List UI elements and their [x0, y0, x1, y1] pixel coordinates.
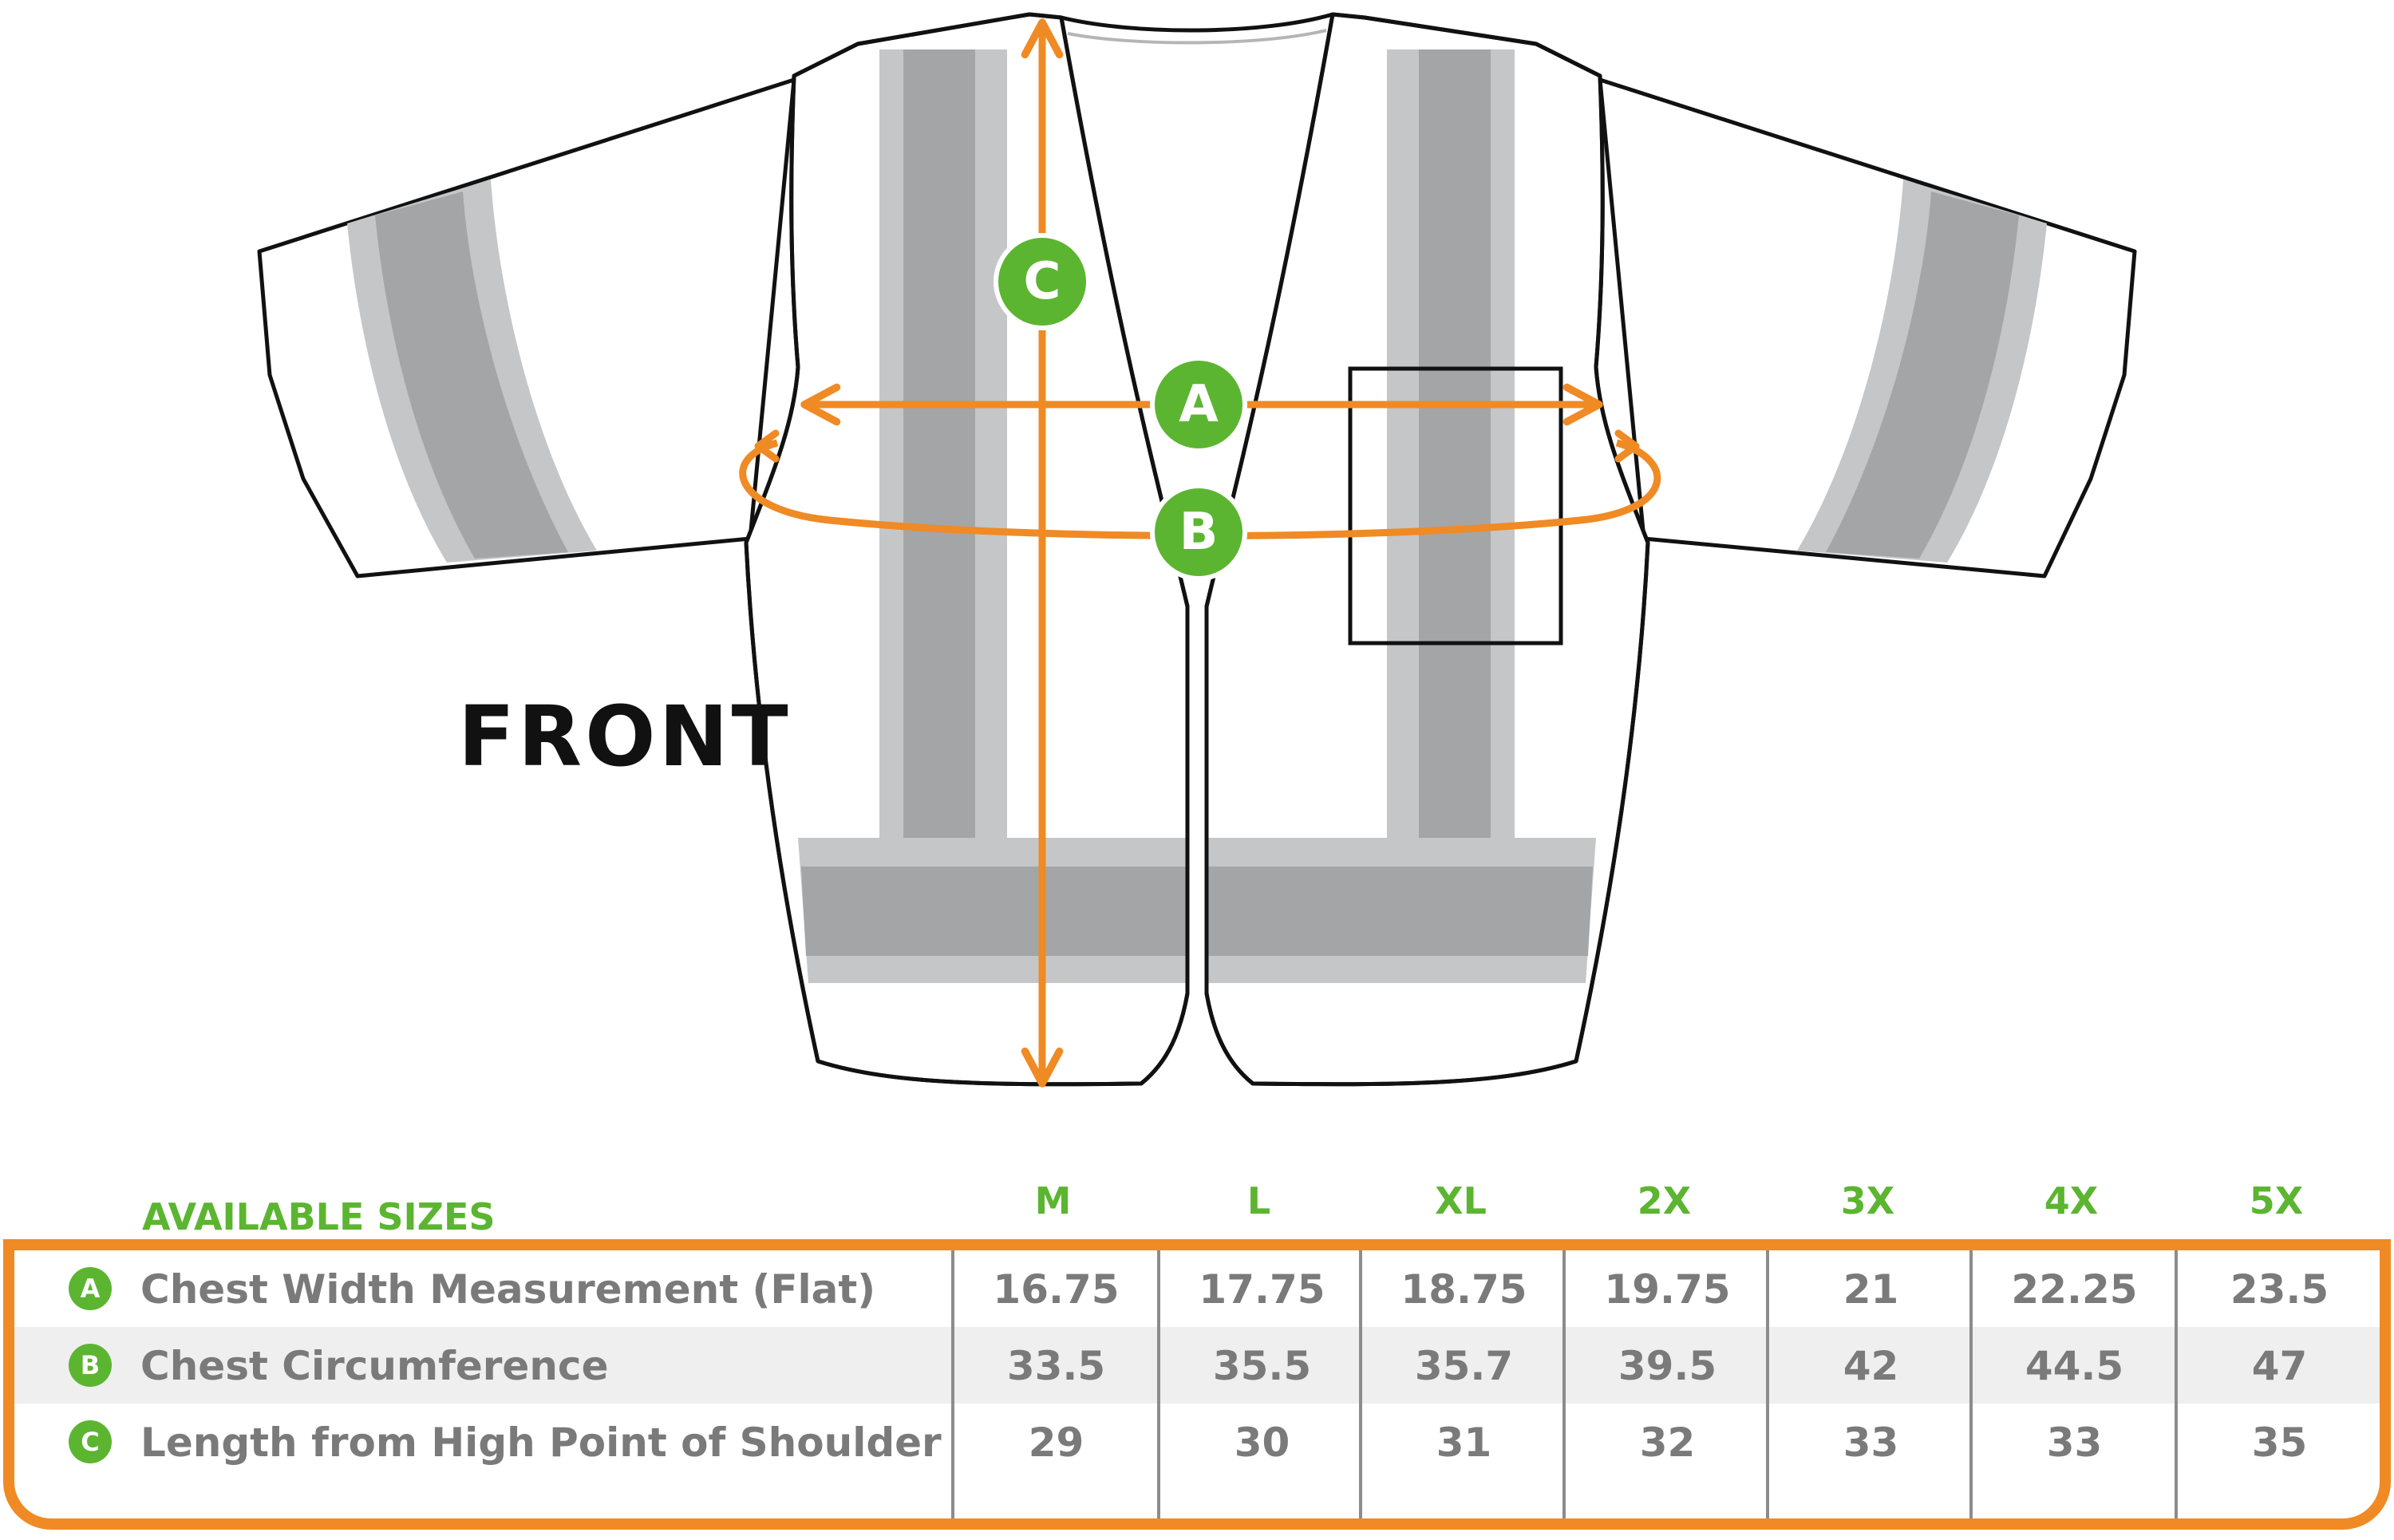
table-cell: 33 — [2046, 1420, 2103, 1466]
chest-pocket — [1348, 366, 1563, 646]
table-cell: 30 — [1234, 1420, 1290, 1466]
row-label-chest-width: Chest Width Measurement (Flat) — [140, 1266, 876, 1313]
table-cell: 22.25 — [2011, 1266, 2138, 1313]
left-sleeve — [257, 77, 796, 578]
row-badge-a: A — [69, 1267, 112, 1310]
table-cell: 17.75 — [1199, 1266, 1325, 1313]
size-header-5x: 5X — [2249, 1179, 2304, 1222]
right-vest-panel — [1204, 12, 1650, 1087]
size-header-2x: 2X — [1637, 1179, 1692, 1222]
available-sizes-heading: AVAILABLE SIZES — [142, 1195, 496, 1238]
size-header-m: M — [1034, 1179, 1072, 1222]
table-cell: 47 — [2251, 1343, 2308, 1389]
column-divider — [1157, 1250, 1160, 1518]
table-row-c: C Length from High Point of Shoulder 29 … — [14, 1404, 2380, 1480]
table-cell: 35.5 — [1212, 1343, 1312, 1389]
size-header-4x: 4X — [2044, 1179, 2099, 1222]
table-row-b: B Chest Circumference 33.5 35.5 35.7 39.… — [14, 1327, 2380, 1404]
table-cell: 18.75 — [1400, 1266, 1527, 1313]
table-cell: 39.5 — [1618, 1343, 1717, 1389]
size-header-l: L — [1246, 1179, 1271, 1222]
column-divider — [951, 1250, 954, 1518]
table-cell: 32 — [1639, 1420, 1696, 1466]
marker-c-text: C — [1024, 252, 1061, 311]
column-divider — [1766, 1250, 1769, 1518]
table-cell: 16.75 — [993, 1266, 1120, 1313]
row-badge-b: B — [69, 1344, 112, 1387]
column-divider — [2175, 1250, 2178, 1518]
table-cell: 42 — [1843, 1343, 1899, 1389]
column-divider — [1562, 1250, 1566, 1518]
table-cell: 33.5 — [1006, 1343, 1106, 1389]
table-cell: 35 — [2251, 1420, 2308, 1466]
marker-b-text: B — [1179, 503, 1219, 562]
collar — [1061, 12, 1333, 45]
row-label-chest-circumference: Chest Circumference — [140, 1343, 609, 1389]
right-sleeve — [1598, 77, 2137, 578]
table-cell: 33 — [1843, 1420, 1899, 1466]
table-cell: 35.7 — [1414, 1343, 1514, 1389]
vest-diagram: C A B — [257, 12, 2137, 1088]
marker-a-text: A — [1179, 375, 1219, 434]
front-label: FRONT — [458, 688, 792, 785]
row-label-length-shoulder: Length from High Point of Shoulder — [140, 1420, 942, 1466]
table-cell: 44.5 — [2025, 1343, 2124, 1389]
table-cell: 19.75 — [1604, 1266, 1731, 1313]
size-header-3x: 3X — [1840, 1179, 1895, 1222]
table-cell: 21 — [1843, 1266, 1899, 1313]
table-cell: 29 — [1028, 1420, 1084, 1466]
size-header-xl: XL — [1435, 1179, 1487, 1222]
marker-a: A — [1150, 356, 1247, 453]
marker-b: B — [1150, 484, 1247, 581]
table-cell: 23.5 — [2230, 1266, 2329, 1313]
left-vest-panel — [744, 12, 1190, 1087]
row-badge-c: C — [69, 1420, 112, 1463]
size-table: A Chest Width Measurement (Flat) 16.75 1… — [3, 1239, 2391, 1530]
column-divider — [1359, 1250, 1362, 1518]
table-row-a: A Chest Width Measurement (Flat) 16.75 1… — [14, 1250, 2380, 1327]
marker-c: C — [994, 233, 1091, 330]
column-divider — [1969, 1250, 1973, 1518]
table-cell: 31 — [1436, 1420, 1492, 1466]
